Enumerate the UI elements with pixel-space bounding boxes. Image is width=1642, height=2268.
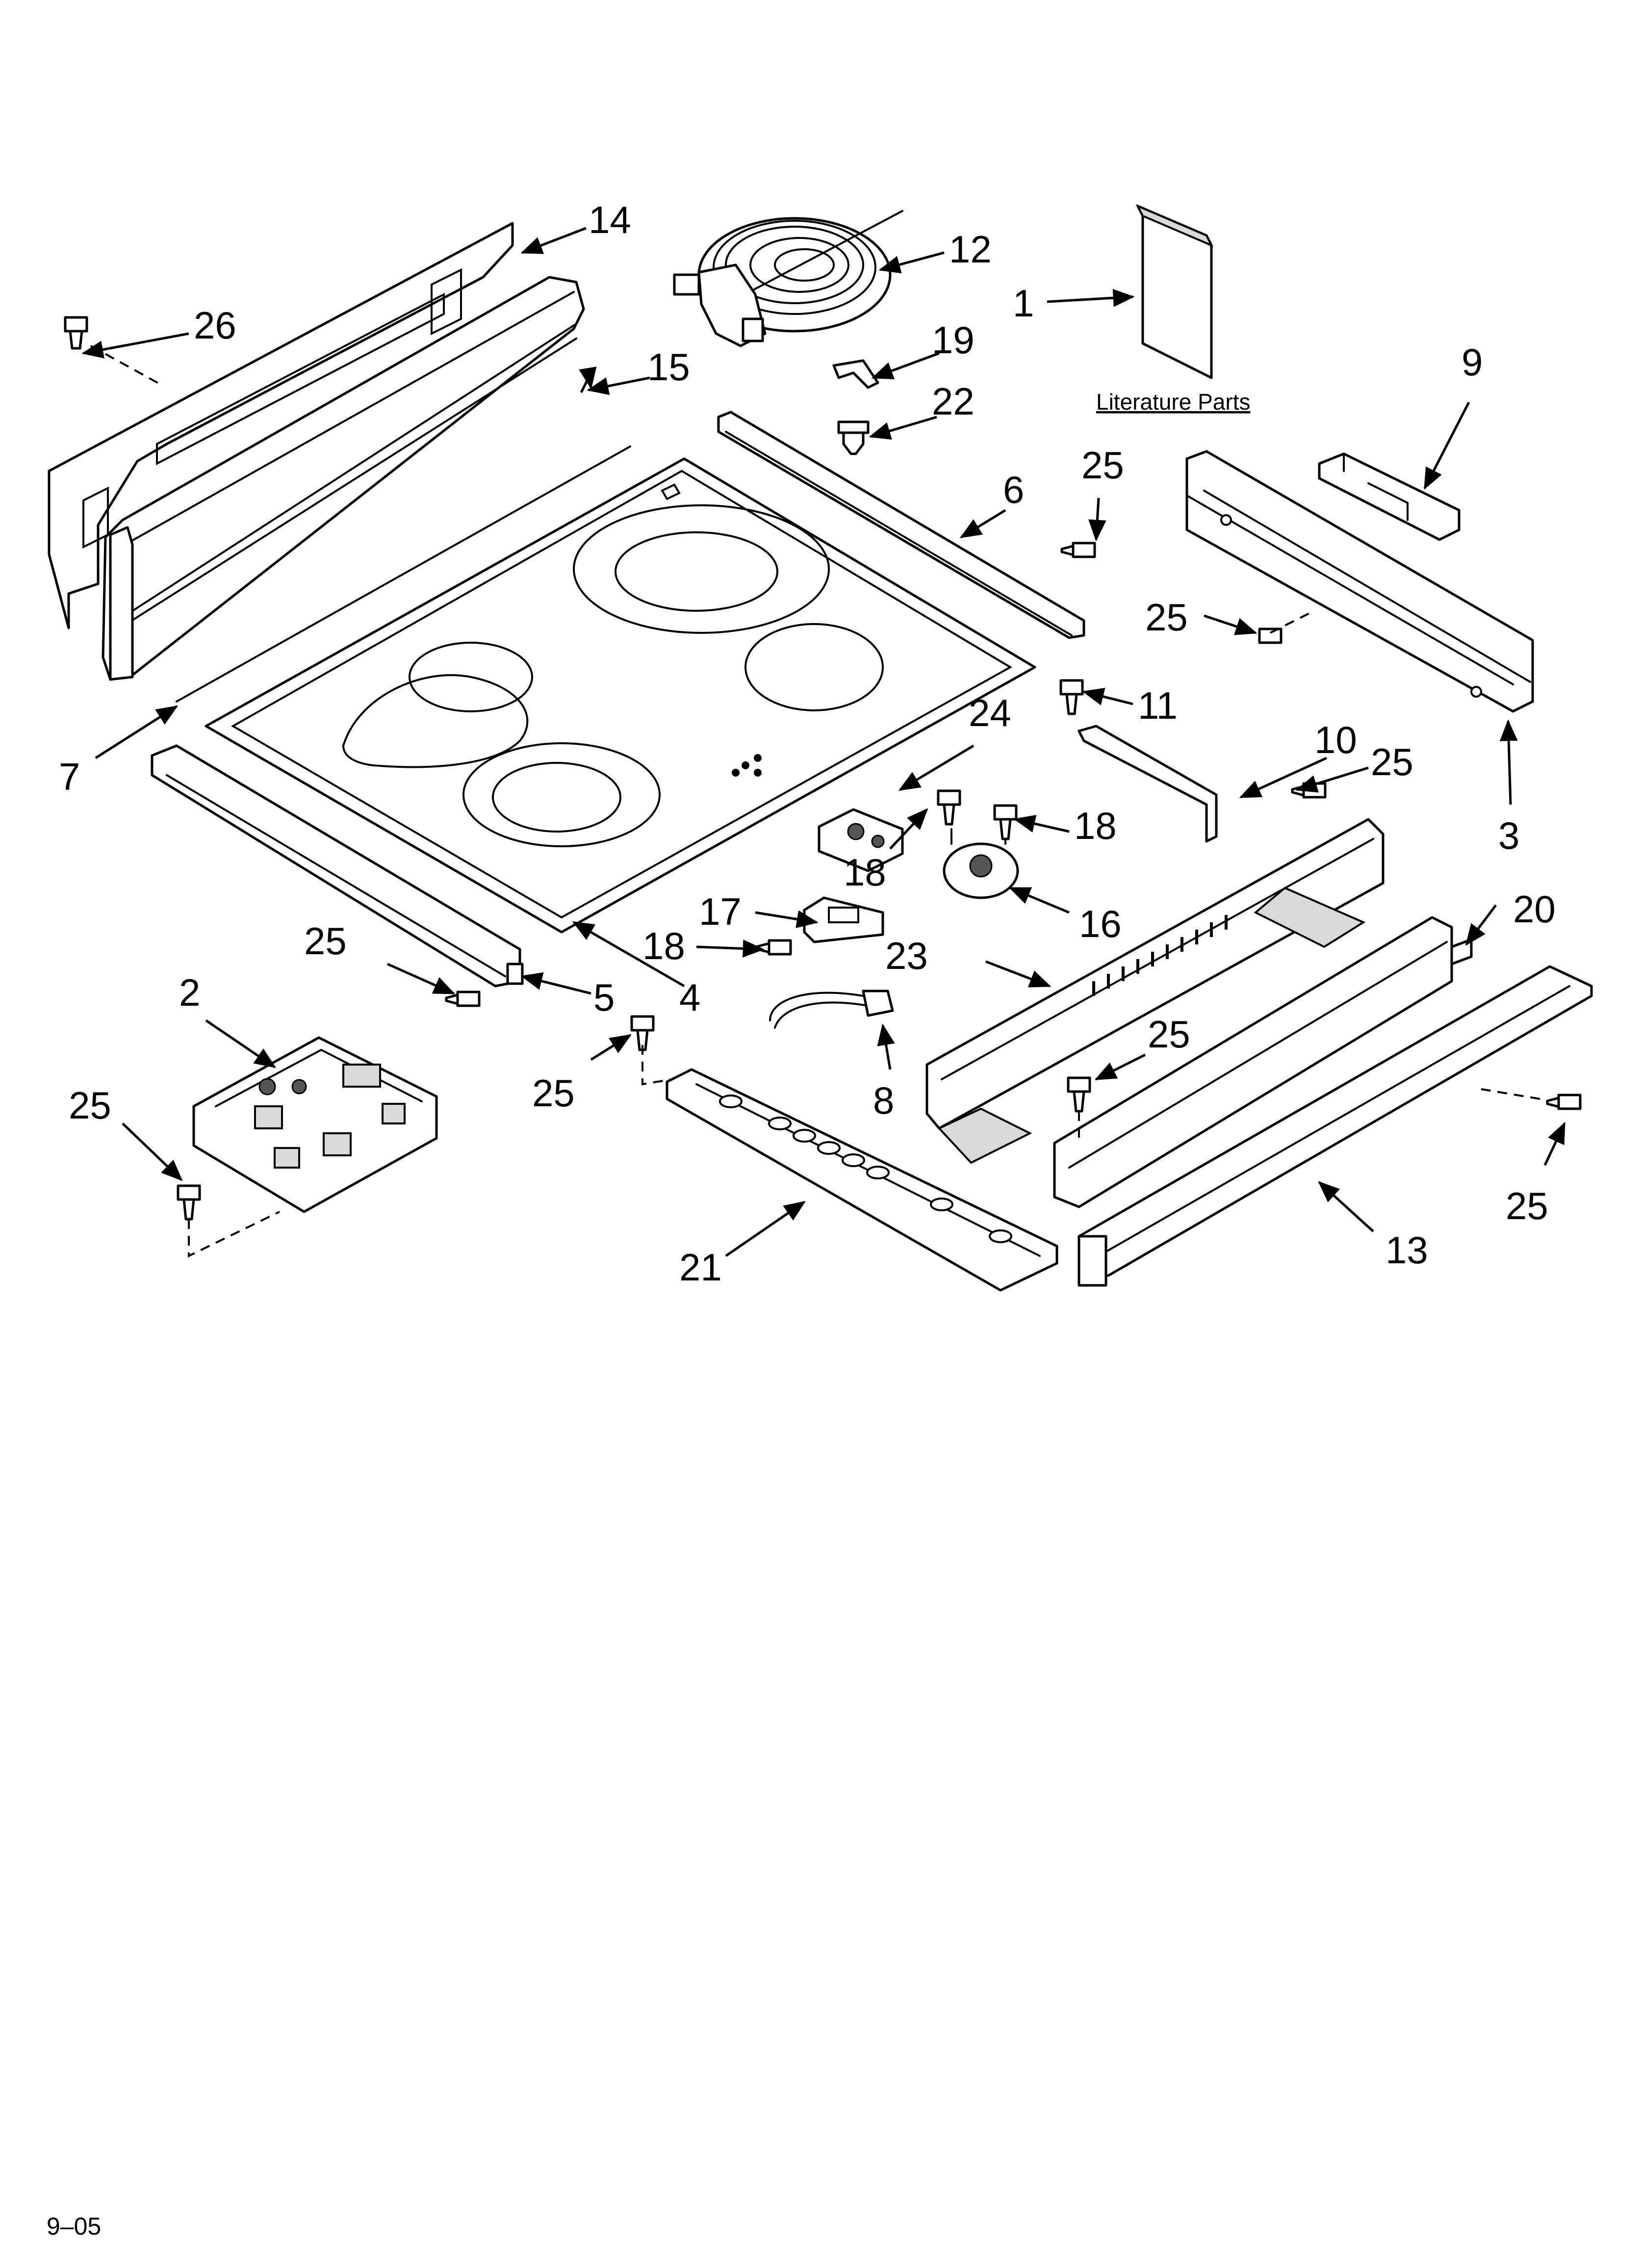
bottom-tray-part	[666, 1068, 1058, 1292]
callout-19: 19	[932, 318, 975, 362]
wire-harness-part	[769, 990, 894, 1029]
callout-25: 25	[1081, 443, 1124, 487]
callout-3: 3	[1498, 814, 1519, 857]
callout-18: 18	[1074, 804, 1117, 847]
callout-13: 13	[1385, 1228, 1428, 1272]
bracket-9	[1318, 452, 1461, 541]
callout-12: 12	[949, 228, 992, 271]
callout-9: 9	[1462, 340, 1483, 384]
callout-5: 5	[593, 976, 615, 1019]
callout-labels: 14 12 1 26 19 15 22 9 25 6 25 11 24 10 2…	[59, 198, 1556, 1289]
control-board-part	[192, 1036, 438, 1213]
glass-cooktop-part	[205, 457, 1036, 934]
callout-6: 6	[1003, 468, 1024, 511]
callout-25: 25	[1506, 1184, 1548, 1227]
clip-part	[832, 359, 879, 389]
front-panel-part	[925, 818, 1385, 1164]
callout-21: 21	[679, 1246, 722, 1289]
lower-panel-part	[1078, 965, 1593, 1287]
callout-23: 23	[885, 934, 928, 977]
callout-15: 15	[647, 345, 690, 389]
callout-17: 17	[699, 890, 742, 933]
callout-25: 25	[69, 1084, 111, 1127]
trim-strip-part	[176, 445, 631, 703]
radiant-element-part	[673, 210, 903, 347]
callout-24: 24	[969, 691, 1011, 734]
callout-18: 18	[844, 851, 886, 894]
callout-8: 8	[873, 1079, 894, 1122]
front-trim-part	[151, 744, 524, 988]
rear-panel-part	[48, 222, 514, 629]
literature-caption: Literature Parts	[1096, 389, 1250, 415]
callout-18: 18	[642, 924, 685, 967]
rear-channel-part	[717, 411, 1085, 639]
callout-14: 14	[589, 198, 631, 241]
leader-lines	[81, 227, 1566, 1257]
callout-10: 10	[1314, 718, 1357, 761]
callout-2: 2	[179, 971, 200, 1014]
callout-25: 25	[1145, 596, 1188, 639]
callout-20: 20	[1513, 887, 1556, 931]
callout-26: 26	[194, 304, 236, 347]
callout-25: 25	[1371, 740, 1413, 783]
alignment-lines	[90, 345, 1540, 1258]
callout-25: 25	[532, 1071, 575, 1115]
bracket-10	[1078, 725, 1218, 843]
callout-25: 25	[304, 919, 347, 963]
limiter-part	[943, 828, 1019, 899]
side-rail-part	[1185, 450, 1534, 713]
callout-1: 1	[1013, 282, 1034, 325]
callout-11: 11	[1138, 684, 1178, 727]
shield-17	[803, 896, 884, 943]
channel-20	[1053, 916, 1473, 1208]
callout-7: 7	[59, 755, 80, 798]
terminal-block-part	[818, 808, 904, 872]
date-code: 9–05	[47, 2213, 101, 2240]
callout-16: 16	[1079, 902, 1122, 945]
literature-part	[1135, 204, 1214, 379]
callout-22: 22	[932, 380, 975, 423]
control-console-part	[102, 276, 585, 681]
callout-4: 4	[679, 976, 700, 1019]
callout-25: 25	[1148, 1013, 1190, 1056]
screw-22	[837, 420, 870, 455]
